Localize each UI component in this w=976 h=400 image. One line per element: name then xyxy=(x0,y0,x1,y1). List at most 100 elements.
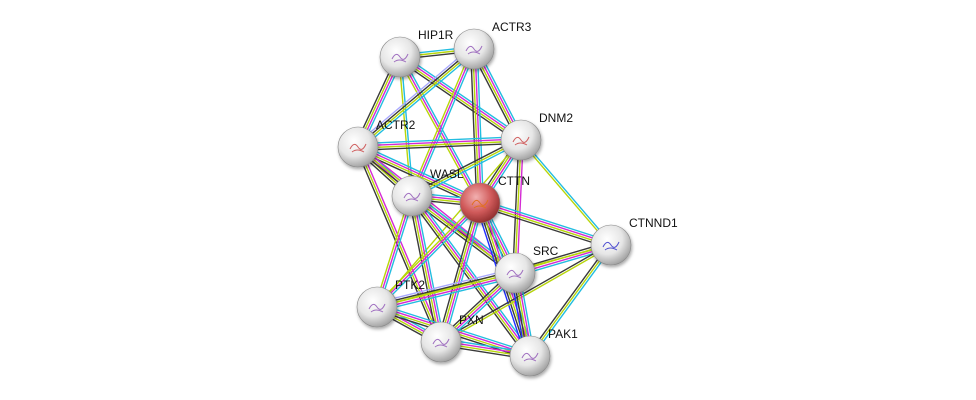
node-dnm2[interactable]: DNM2 xyxy=(500,111,573,161)
edge-evidence-coexpression xyxy=(376,270,515,306)
edge-evidence-textmining xyxy=(374,200,479,306)
edge-evidence-coexpression xyxy=(440,243,611,342)
edge-cttn-ctnnd1[interactable] xyxy=(478,199,613,249)
node-ctnnd1[interactable]: CTNND1 xyxy=(590,216,678,266)
edge-ctnnd1-pak1[interactable] xyxy=(527,243,614,358)
protein-structure-icon xyxy=(391,53,409,63)
protein-structure-icon xyxy=(465,45,483,55)
edge-src-ptk2[interactable] xyxy=(375,268,517,312)
edge-evidence-coexpression xyxy=(470,49,478,204)
edge-actr3-cttn[interactable] xyxy=(470,48,484,204)
edge-evidence-database xyxy=(377,276,517,312)
edge-evidence-database xyxy=(359,50,477,151)
node-label: HIP1R xyxy=(418,28,454,42)
edge-evidence-experiments xyxy=(376,202,481,308)
node-label: DNM2 xyxy=(539,111,573,125)
node-actr3[interactable]: ACTR3 xyxy=(453,20,532,70)
node-ptk2[interactable]: PTK2 xyxy=(356,278,425,328)
edge-hip1r-dnm2[interactable] xyxy=(397,53,524,144)
edge-evidence-coexpression xyxy=(512,139,520,273)
edge-evidence-textmining xyxy=(398,57,521,142)
node-label: CTNND1 xyxy=(629,216,678,230)
edge-evidence-textmining xyxy=(358,49,476,149)
node-actr2[interactable]: ACTR2 xyxy=(337,118,416,168)
node-label: SRC xyxy=(533,244,559,258)
edge-evidence-database xyxy=(378,204,483,310)
edge-evidence-database xyxy=(480,199,613,243)
edge-actr3-wasl[interactable] xyxy=(409,47,477,198)
edge-evidence-database xyxy=(413,49,477,198)
edge-evidence-database xyxy=(401,53,524,138)
edge-dnm2-wasl[interactable] xyxy=(410,137,523,199)
node-cttn[interactable]: CTTN xyxy=(459,174,530,224)
node-hip1r[interactable]: HIP1R xyxy=(379,28,454,78)
edge-evidence-database xyxy=(359,143,482,201)
node-src[interactable]: SRC xyxy=(494,244,559,294)
edge-actr3-actr2[interactable] xyxy=(355,45,477,151)
edge-evidence-textmining xyxy=(519,140,611,247)
protein-structure-icon xyxy=(403,192,421,202)
node-label: PAK1 xyxy=(548,327,578,341)
edge-wasl-pxn[interactable] xyxy=(408,195,445,343)
edge-evidence-homology xyxy=(355,45,473,146)
protein-structure-icon xyxy=(512,136,530,146)
edge-evidence-experiments xyxy=(411,48,475,197)
edge-evidence-experiments xyxy=(412,194,532,356)
edge-evidence-textmining xyxy=(514,139,522,274)
edge-evidence-experiments xyxy=(400,55,523,140)
edge-evidence-experiments xyxy=(358,145,481,203)
edge-evidence-experiments xyxy=(357,138,521,147)
node-wasl[interactable]: WASL xyxy=(391,167,464,217)
edge-evidence-coexpression xyxy=(437,201,478,342)
edge-evidence-coexpression xyxy=(478,205,611,249)
edge-evidence-coexpression xyxy=(408,197,528,359)
edge-evidence-coexpression xyxy=(355,147,440,344)
protein-structure-icon xyxy=(602,241,620,251)
edge-evidence-database xyxy=(443,203,484,344)
edge-evidence-coexpression xyxy=(527,243,610,356)
node-pxn[interactable]: PXN xyxy=(420,313,484,363)
edge-dnm2-src[interactable] xyxy=(512,139,524,274)
node-label: PTK2 xyxy=(395,278,425,292)
edge-evidence-textmining xyxy=(410,196,530,358)
edge-evidence-textmining xyxy=(357,147,480,205)
edge-evidence-textmining xyxy=(376,272,516,308)
protein-structure-icon xyxy=(368,303,386,313)
protein-structure-icon xyxy=(521,352,539,362)
edge-evidence-textmining xyxy=(409,47,473,196)
edge-evidence-textmining xyxy=(472,49,480,204)
edge-evidence-coexpression xyxy=(397,59,520,144)
edge-ctnnd1-pxn[interactable] xyxy=(440,243,612,344)
node-label: CTTN xyxy=(498,174,530,188)
edge-wasl-pak1[interactable] xyxy=(408,193,534,359)
node-label: ACTR2 xyxy=(376,118,416,132)
edge-evidence-experiments xyxy=(474,48,482,203)
edge-evidence-coexpression xyxy=(408,196,439,343)
protein-structure-icon xyxy=(349,143,367,153)
edge-evidence-homology xyxy=(375,268,515,304)
edge-evidence-database xyxy=(412,141,523,199)
edge-cttn-pxn[interactable] xyxy=(437,201,484,344)
node-label: WASL xyxy=(430,167,464,181)
edge-evidence-textmining xyxy=(529,244,612,357)
edge-cttn-ptk2[interactable] xyxy=(374,200,483,310)
edge-evidence-database xyxy=(521,138,613,245)
protein-structure-icon xyxy=(432,338,450,348)
edge-evidence-textmining xyxy=(439,202,480,342)
node-pak1[interactable]: PAK1 xyxy=(509,327,578,377)
edge-evidence-coexpression xyxy=(410,137,521,195)
edge-actr2-dnm2[interactable] xyxy=(357,136,522,151)
edge-evidence-experiments xyxy=(377,274,516,310)
edge-dnm2-ctnnd1[interactable] xyxy=(519,138,613,247)
edge-evidence-database xyxy=(414,193,534,355)
edge-evidence-coexpression xyxy=(358,142,522,151)
edge-evidence-database xyxy=(414,195,445,342)
edge-evidence-experiments xyxy=(412,195,443,342)
edge-evidence-textmining xyxy=(441,245,612,344)
edge-evidence-textmining xyxy=(398,57,412,197)
edge-evidence-experiments xyxy=(441,203,482,343)
edge-evidence-textmining xyxy=(410,196,441,343)
protein-structure-icon xyxy=(471,199,489,209)
